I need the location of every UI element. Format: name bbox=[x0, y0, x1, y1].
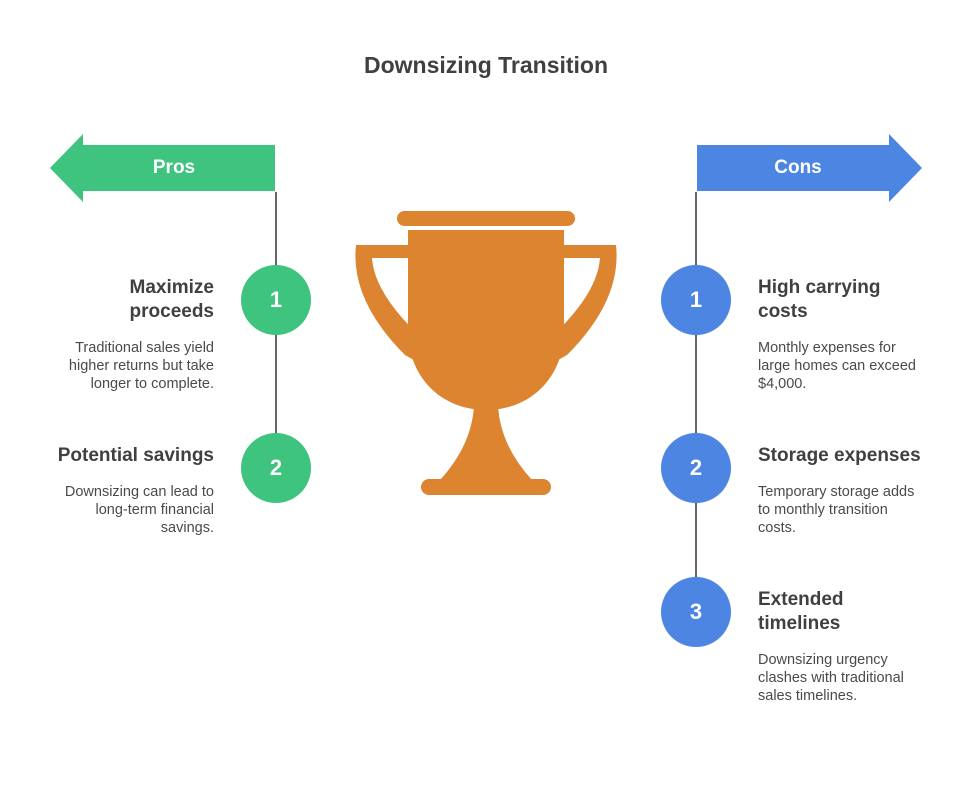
pros-arrow-banner bbox=[50, 134, 275, 202]
pros-item-2-number: 2 bbox=[241, 433, 311, 503]
cons-arrow-banner bbox=[697, 134, 922, 202]
pros-item-2-title: Potential savings bbox=[57, 445, 214, 466]
pros-item-2-description: Downsizing can lead to long-term financi… bbox=[64, 484, 214, 536]
cons-item-2-title: Storage expenses bbox=[758, 445, 921, 466]
trophy-icon bbox=[355, 211, 617, 495]
pros-label: Pros bbox=[152, 157, 196, 178]
pros-item-1-number: 1 bbox=[241, 265, 311, 335]
cons-item-2-number: 2 bbox=[661, 433, 731, 503]
cons-item-1-number: 1 bbox=[661, 265, 731, 335]
cons-item-3-title: Extended timelines bbox=[758, 589, 844, 634]
cons-item-3-number: 3 bbox=[661, 577, 731, 647]
diagram-title: Downsizing Transition bbox=[363, 52, 609, 78]
pros-item-1-title: Maximize proceeds bbox=[129, 277, 214, 322]
cons-item-2-description: Temporary storage adds to monthly transi… bbox=[758, 484, 915, 536]
cons-item-1-title: High carrying costs bbox=[758, 277, 881, 322]
cons-label: Cons bbox=[774, 157, 822, 178]
cons-item-1-description: Monthly expenses for large homes can exc… bbox=[758, 340, 916, 392]
pros-item-1-description: Traditional sales yield higher returns b… bbox=[68, 340, 214, 392]
cons-item-3-description: Downsizing urgency clashes with traditio… bbox=[758, 652, 904, 704]
